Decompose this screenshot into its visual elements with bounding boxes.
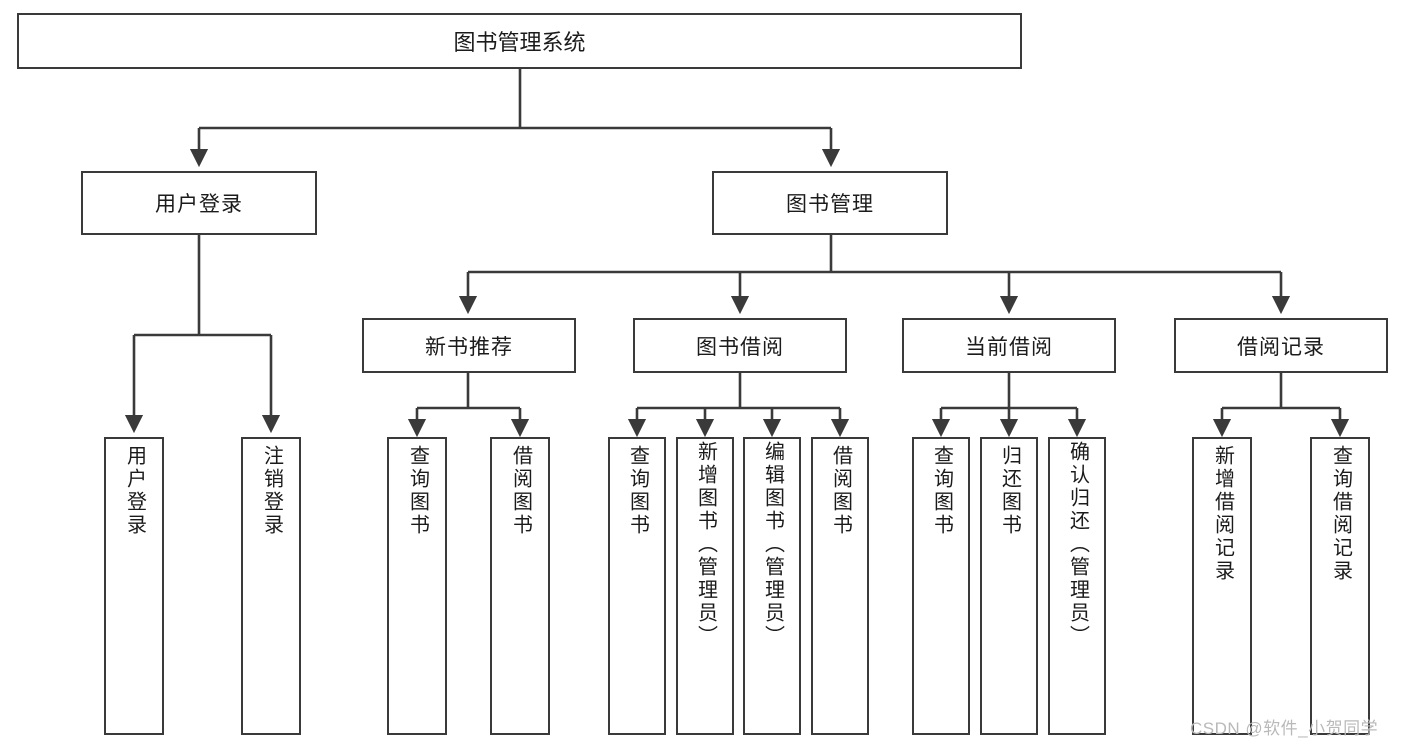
node-label: 借阅图书 [829,445,852,537]
node-label: 借阅图书 [509,445,532,537]
node-new-book-recommend[interactable]: 新书推荐 [362,318,576,373]
node-current-borrow[interactable]: 当前借阅 [902,318,1116,373]
leaf-add-borrow-record[interactable]: 新增借阅记录 [1192,437,1252,735]
leaf-user-logout[interactable]: 注销登录 [241,437,301,735]
leaf-borrow-book[interactable]: 借阅图书 [811,437,869,735]
leaf-query-borrow-record[interactable]: 查询借阅记录 [1310,437,1370,735]
leaf-query-book-current[interactable]: 查询图书 [912,437,970,735]
node-label: 查询图书 [930,445,953,537]
node-label: 借阅记录 [1237,335,1325,359]
node-label: 查询图书 [626,445,649,537]
node-label: 查询借阅记录 [1329,445,1352,583]
watermark: CSDN @软件_小贺同学 [1190,719,1379,738]
node-label: 用户登录 [155,193,243,216]
node-label: 归还图书 [998,445,1021,537]
leaf-confirm-return-admin[interactable]: 确认归还（管理员） [1048,437,1106,735]
node-root-system[interactable]: 图书管理系统 [17,13,1022,69]
node-user-login[interactable]: 用户登录 [81,171,317,235]
node-label: 用户登录 [123,445,146,537]
leaf-query-book-borrow[interactable]: 查询图书 [608,437,666,735]
node-label: 图书管理系统 [453,30,586,55]
leaf-add-book-admin[interactable]: 新增图书（管理员） [676,437,734,735]
node-borrow-record[interactable]: 借阅记录 [1174,318,1388,373]
node-label: 注销登录 [260,445,283,537]
leaf-query-book-recommend[interactable]: 查询图书 [387,437,447,735]
node-label: 编辑图书（管理员） [761,441,784,648]
node-label: 确认归还（管理员） [1066,441,1089,648]
node-book-management[interactable]: 图书管理 [712,171,948,235]
node-label: 当前借阅 [965,335,1053,359]
node-book-borrow[interactable]: 图书借阅 [633,318,847,373]
leaf-return-book[interactable]: 归还图书 [980,437,1038,735]
leaf-user-login[interactable]: 用户登录 [104,437,164,735]
leaf-borrow-book-recommend[interactable]: 借阅图书 [490,437,550,735]
node-label: 新增图书（管理员） [694,441,717,648]
node-label: 查询图书 [406,445,429,537]
leaf-edit-book-admin[interactable]: 编辑图书（管理员） [743,437,801,735]
node-label: 新书推荐 [425,335,513,359]
node-label: 图书管理 [786,193,874,216]
node-label: 新增借阅记录 [1211,445,1234,583]
node-label: 图书借阅 [696,335,784,359]
